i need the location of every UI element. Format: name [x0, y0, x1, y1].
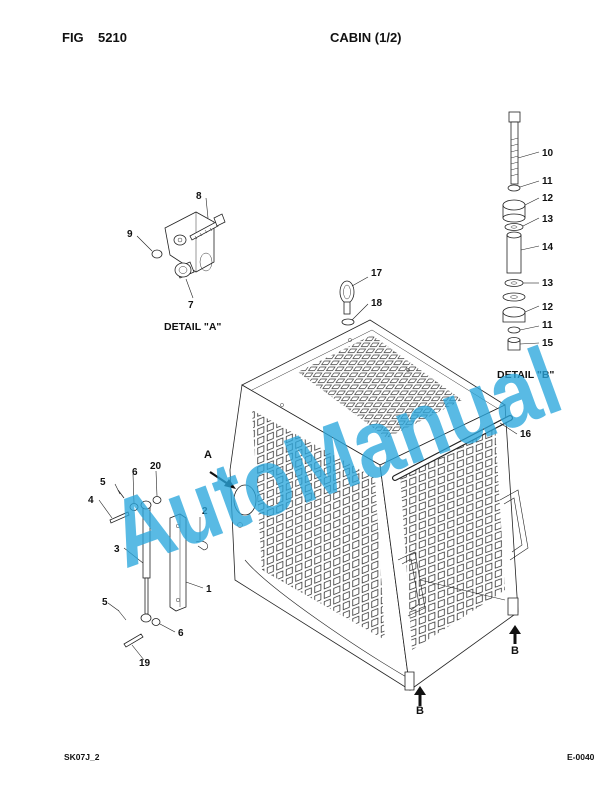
callout-2: 2: [202, 506, 208, 517]
callout-6a: 6: [132, 467, 138, 478]
gas-strut-assembly: [109, 489, 208, 648]
callout-10: 10: [542, 148, 554, 159]
callout-14: 14: [542, 242, 554, 253]
callout-19: 19: [139, 658, 151, 669]
callout-12b: 12: [542, 302, 554, 313]
page-title: CABIN (1/2): [330, 30, 402, 45]
detail-b-caption: DETAIL "B": [497, 369, 554, 381]
detail-a-hinge: [151, 211, 226, 279]
callout-16: 16: [520, 429, 532, 440]
callout-6b: 6: [178, 628, 184, 639]
footer-left-code: SK07J_2: [64, 752, 100, 762]
detail-a-caption: DETAIL "A": [164, 321, 221, 333]
callout-13b: 13: [542, 278, 554, 289]
callout-5a: 5: [100, 477, 106, 488]
callout-11a: 11: [542, 176, 553, 187]
footer-right-code: E-0040: [567, 752, 595, 762]
callout-18: 18: [371, 298, 383, 309]
callout-17: 17: [371, 268, 383, 279]
view-arrow-label-b-right: B: [511, 645, 519, 657]
leader-lines: [98, 151, 540, 661]
detail-b-mount-stack: [502, 111, 526, 351]
callout-8: 8: [196, 191, 202, 202]
view-arrow-label-b-left: B: [416, 705, 424, 717]
cabin-guard: [229, 280, 529, 691]
callout-15: 15: [542, 338, 554, 349]
callout-12a: 12: [542, 193, 554, 204]
fig-number: 5210: [98, 30, 127, 45]
callout-4: 4: [88, 495, 94, 506]
view-arrow-label-a: A: [204, 449, 212, 461]
callout-3: 3: [114, 544, 120, 555]
callout-5b: 5: [102, 597, 108, 608]
callout-labels: 1 2 3 4 5 5 6 6 7 8 9 10 11 12 13 14 13 …: [88, 148, 554, 669]
callout-1: 1: [206, 584, 212, 595]
callout-7: 7: [188, 300, 194, 311]
callout-13a: 13: [542, 214, 554, 225]
view-arrows: [209, 471, 521, 706]
callout-9: 9: [127, 229, 133, 240]
callout-20: 20: [150, 461, 162, 472]
callout-11b: 11: [542, 320, 553, 331]
fig-label: FIG: [62, 30, 84, 45]
